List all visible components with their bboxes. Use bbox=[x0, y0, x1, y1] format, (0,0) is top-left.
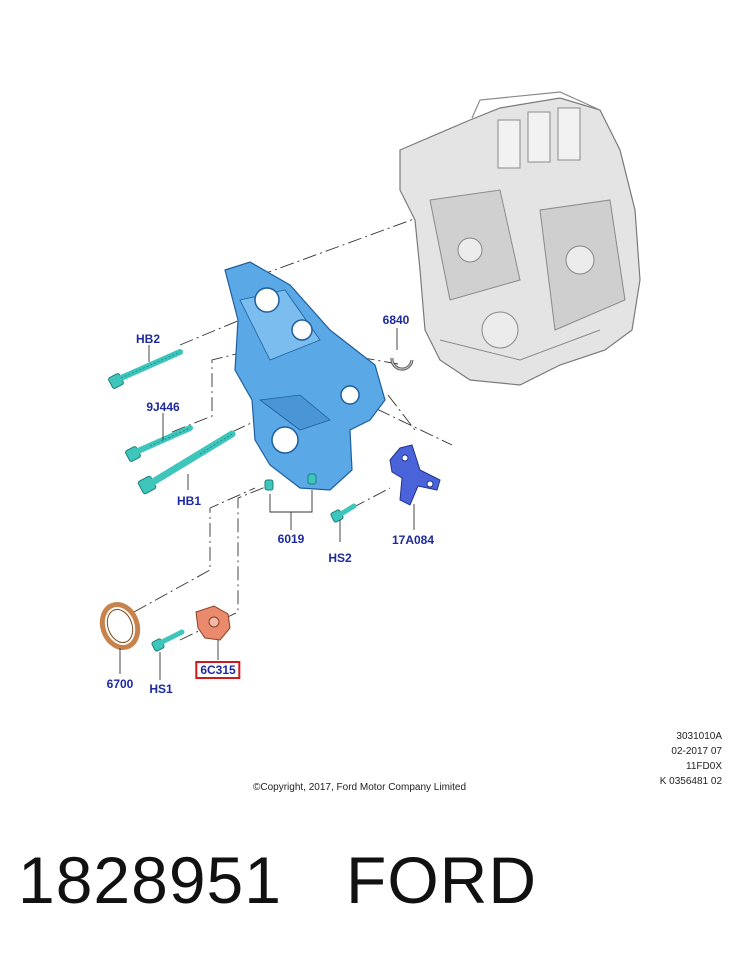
callout-6c315-highlighted: 6C315 bbox=[195, 661, 241, 679]
seal-6700 bbox=[99, 602, 141, 650]
leader-lines bbox=[119, 328, 415, 680]
bracket-17a084 bbox=[389, 444, 441, 506]
callout-hb1: HB1 bbox=[176, 494, 202, 508]
bolt-hs2 bbox=[330, 503, 357, 523]
callout-hb2: HB2 bbox=[135, 332, 161, 346]
bolt-hb2 bbox=[108, 349, 183, 389]
bolt-9j446 bbox=[125, 425, 193, 462]
callout-6840: 6840 bbox=[382, 313, 410, 327]
copyright-notice: ©Copyright, 2017, Ford Motor Company Lim… bbox=[253, 782, 467, 793]
illustration-date: 02-2017 07 bbox=[671, 746, 722, 757]
callout-6019: 6019 bbox=[277, 532, 305, 546]
callout-17a084: 17A084 bbox=[391, 533, 435, 547]
illustration-series: 11FD0X bbox=[686, 761, 722, 772]
callout-9j446: 9J446 bbox=[146, 400, 180, 414]
illustration-meta: 3031010A 02-2017 07 11FD0X K 0356481 02 bbox=[660, 729, 722, 789]
bolt-hb1 bbox=[137, 430, 236, 495]
timing-cover bbox=[224, 261, 386, 491]
part-number: 1828951 bbox=[18, 843, 282, 917]
bolt-hs1 bbox=[151, 629, 185, 652]
callout-6700: 6700 bbox=[106, 677, 134, 691]
clip-6840 bbox=[390, 357, 414, 371]
part-6c315 bbox=[195, 605, 231, 641]
illustration-code: 3031010A bbox=[676, 731, 722, 742]
engine-block bbox=[399, 91, 641, 386]
callout-hs1: HS1 bbox=[149, 682, 173, 696]
brand-name: FORD bbox=[346, 843, 537, 917]
dowels-6019 bbox=[264, 473, 317, 491]
callout-hs2: HS2 bbox=[328, 551, 352, 565]
illustration-ref: K 0356481 02 bbox=[659, 776, 722, 787]
